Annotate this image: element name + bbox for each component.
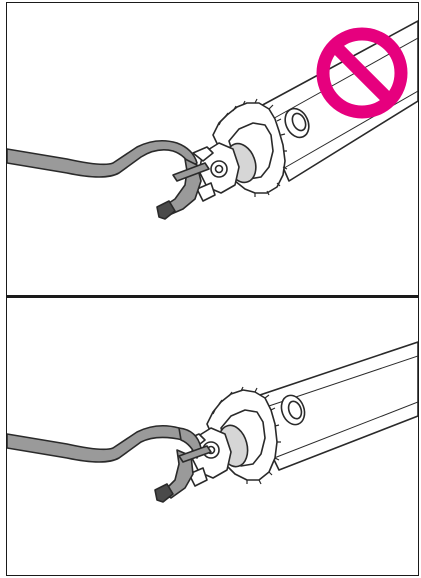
incorrect-method-illustration [7,3,418,296]
incorrect-method-panel [7,3,418,296]
illustration-frame [6,2,419,576]
adjustment-tool [7,426,211,502]
correct-method-illustration [7,298,418,575]
shock-absorber-body [185,342,418,486]
adjustment-tool [7,141,209,219]
correct-method-panel [7,298,418,575]
